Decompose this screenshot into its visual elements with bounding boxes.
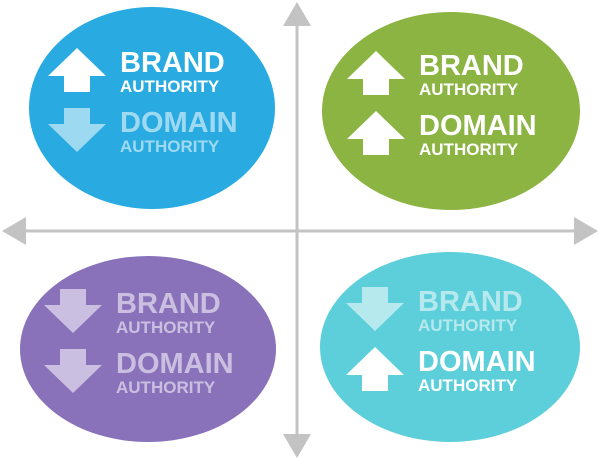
quadrant-ellipse xyxy=(29,7,275,209)
metric-subword: AUTHORITY xyxy=(418,316,518,335)
arrow-down-icon xyxy=(44,289,102,333)
metric-word: BRAND xyxy=(419,50,524,82)
metric-word: BRAND xyxy=(116,288,221,320)
metric-subword: AUTHORITY xyxy=(419,80,519,99)
metric-word: DOMAIN xyxy=(418,346,536,378)
metric-word: BRAND xyxy=(418,286,523,318)
metric-subword: AUTHORITY xyxy=(418,376,518,395)
arrow-up-icon xyxy=(347,111,405,155)
axis-arrowhead-up-icon xyxy=(283,2,311,26)
metric-word: DOMAIN xyxy=(419,110,537,142)
metric-word: DOMAIN xyxy=(116,348,234,380)
arrow-up-icon xyxy=(347,51,405,95)
axis-arrowhead-left-icon xyxy=(2,217,26,245)
arrow-up-icon xyxy=(48,48,106,92)
quadrants: BRANDAUTHORITYDOMAINAUTHORITYBRANDAUTHOR… xyxy=(20,7,580,442)
metric-subword: AUTHORITY xyxy=(116,318,216,337)
arrow-down-icon xyxy=(48,108,106,152)
metric-word: BRAND xyxy=(120,47,225,79)
arrow-down-icon xyxy=(346,287,404,331)
arrow-down-icon xyxy=(44,349,102,393)
metric-subword: AUTHORITY xyxy=(419,140,519,159)
metric-subword: AUTHORITY xyxy=(116,378,216,397)
axis-arrowhead-down-icon xyxy=(283,434,311,458)
metric-subword: AUTHORITY xyxy=(120,77,220,96)
arrow-up-icon xyxy=(346,347,404,391)
metric-word: DOMAIN xyxy=(120,107,238,139)
axis-arrowhead-right-icon xyxy=(574,217,598,245)
metric-subword: AUTHORITY xyxy=(120,137,220,156)
